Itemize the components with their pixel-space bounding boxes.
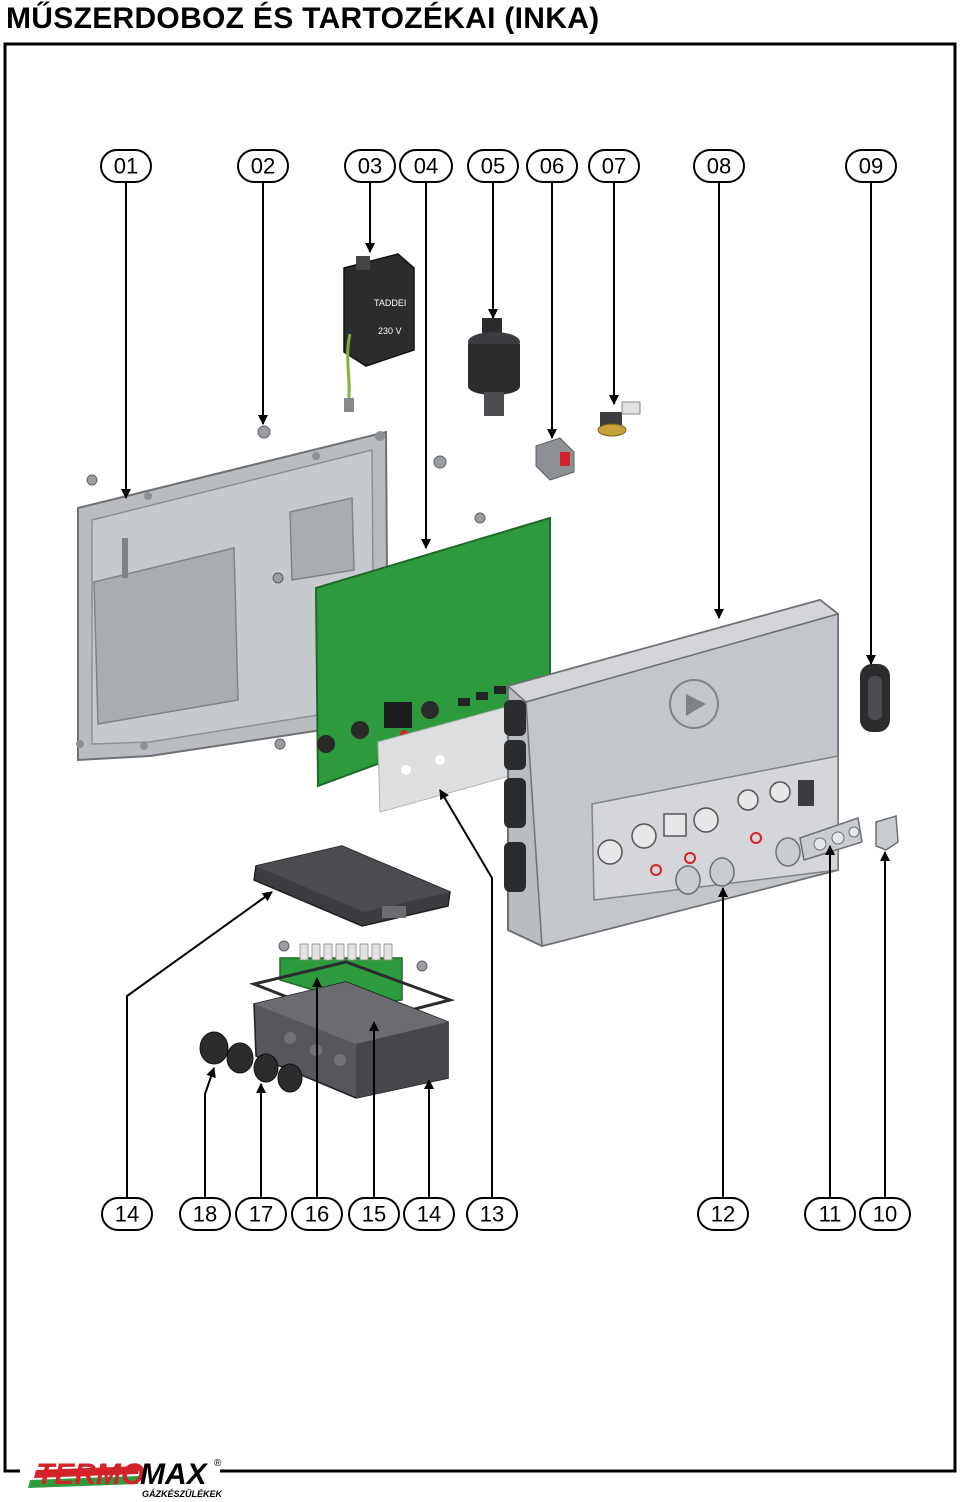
callout-label: 09: [845, 149, 897, 183]
brand-name-part2: MAX: [140, 1458, 209, 1491]
callout-label: 14: [403, 1197, 455, 1231]
part-relay: TADDEI 230 V: [343, 253, 415, 412]
brand-tagline: GÁZKÉSZÜLÉKEK: [142, 1489, 224, 1499]
callout-label: 10: [859, 1197, 911, 1231]
part-knobs: [675, 837, 801, 895]
part-microswitch: [535, 437, 575, 481]
part-round-grommets: [199, 1031, 303, 1093]
part-pressure-switch: [468, 318, 520, 416]
callout-label: 15: [348, 1197, 400, 1231]
top-callout-labels: 01 02 03 04 05 06 07 08: [100, 149, 897, 183]
part-terminal-box-base: [253, 981, 449, 1099]
svg-text:18: 18: [193, 1202, 217, 1227]
svg-text:11: 11: [819, 1202, 842, 1227]
part-cap: [875, 815, 899, 851]
svg-text:12: 12: [711, 1202, 735, 1227]
svg-text:07: 07: [602, 154, 626, 179]
svg-text:06: 06: [540, 154, 564, 179]
svg-text:02: 02: [251, 154, 275, 179]
part-terminal-box-lid: [253, 845, 451, 927]
callout-label: 18: [179, 1197, 231, 1231]
callout-label: 05: [467, 149, 519, 183]
svg-text:13: 13: [480, 1202, 504, 1227]
svg-text:10: 10: [873, 1202, 897, 1227]
part-cover-plate: [76, 430, 390, 762]
part-control-housing: [504, 598, 840, 948]
callout-label: 01: [100, 149, 152, 183]
svg-text:16: 16: [305, 1202, 329, 1227]
svg-text:04: 04: [414, 154, 438, 179]
callout-label: 16: [291, 1197, 343, 1231]
relay-voltage-text: 230 V: [378, 326, 402, 336]
callout-label: 04: [399, 149, 453, 183]
part-button-strip: [799, 817, 863, 861]
svg-text:17: 17: [249, 1202, 273, 1227]
svg-text:08: 08: [707, 154, 731, 179]
relay-brand-text: TADDEI: [374, 298, 406, 308]
svg-text:14: 14: [115, 1202, 139, 1227]
callout-label: 14: [101, 1197, 153, 1231]
part-sensor: [597, 401, 641, 437]
svg-text:05: 05: [481, 154, 505, 179]
callout-label: 17: [235, 1197, 287, 1231]
svg-text:14: 14: [417, 1202, 441, 1227]
callout-label: 11: [804, 1197, 856, 1231]
svg-text:01: 01: [114, 154, 138, 179]
callout-label: 12: [697, 1197, 749, 1231]
svg-text:03: 03: [358, 154, 382, 179]
callout-label: 03: [344, 149, 396, 183]
bottom-callout-labels: 14 18 17 16 15 14 13 12: [101, 1197, 911, 1231]
part-grommet: [860, 664, 890, 732]
registered-mark: ®: [214, 1458, 222, 1469]
callout-label: 13: [466, 1197, 518, 1231]
brand-name-part1: TERMO: [36, 1458, 144, 1491]
page-title: MŰSZERDOBOZ ÉS TARTOZÉKAI (INKA): [6, 2, 600, 35]
diagram-frame: [3, 42, 957, 1473]
svg-text:15: 15: [362, 1202, 386, 1227]
callout-label: 08: [693, 149, 745, 183]
callout-label: 02: [237, 149, 289, 183]
svg-text:09: 09: [859, 154, 883, 179]
brand-logo: TERMO MAX ® GÁZKÉSZÜLÉKEK: [20, 1456, 224, 1499]
part-screws: [86, 425, 486, 972]
callout-label: 07: [588, 149, 640, 183]
callout-label: 06: [526, 149, 578, 183]
leader-lines: [121, 182, 890, 1198]
